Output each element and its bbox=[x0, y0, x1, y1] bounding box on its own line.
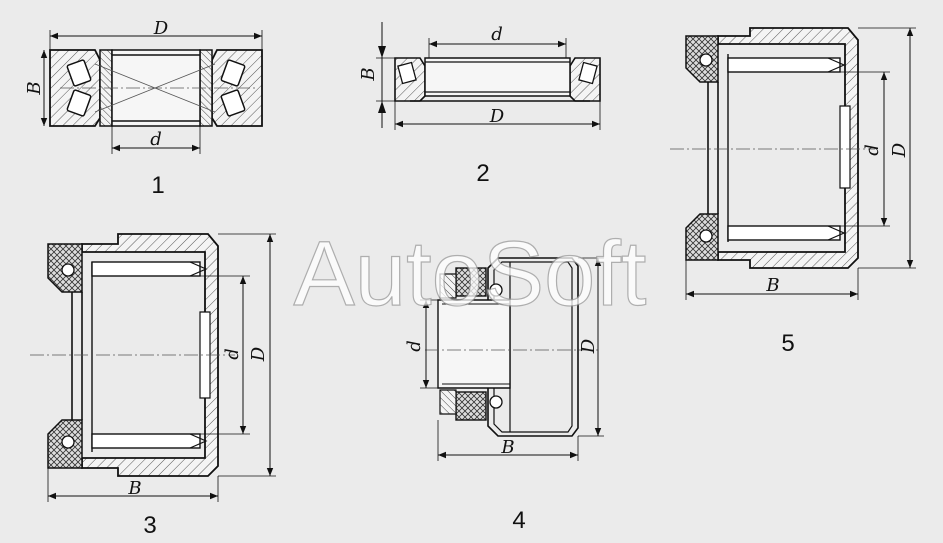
figure-5-width-label: B bbox=[765, 275, 779, 296]
figure-4-number: 4 bbox=[512, 507, 525, 534]
figure-5-number: 5 bbox=[781, 330, 794, 357]
figure-5-inner-diameter-label: d bbox=[862, 144, 883, 156]
figure-2-number: 2 bbox=[476, 160, 489, 187]
figure-2-width-label: B bbox=[358, 67, 379, 81]
figure-5-outer-diameter-label: D bbox=[889, 142, 910, 158]
figure-4-sealed-sleeve: d D B 4 bbox=[404, 257, 604, 534]
figure-3-needle-bearing-with-seal: d D B 3 bbox=[30, 233, 276, 539]
figure-1-tapered-double-row-bearing: D B d 1 bbox=[24, 18, 263, 199]
watermark: AutoSoft bbox=[294, 223, 647, 325]
figure-3-number: 3 bbox=[143, 512, 156, 539]
figure-2-thin-tapered-bearing: d B D 2 bbox=[358, 22, 601, 187]
figure-3-outer-diameter-label: D bbox=[248, 346, 269, 362]
figure-1-number: 1 bbox=[151, 172, 164, 199]
figure-1-width-label: B bbox=[24, 81, 45, 95]
figure-5-needle-bearing-with-seal: d D B 5 bbox=[670, 27, 916, 357]
figure-1-inner-diameter-label: d bbox=[150, 129, 162, 150]
figure-3-width-label: B bbox=[127, 478, 141, 499]
figure-4-outer-diameter-label: D bbox=[578, 338, 599, 354]
figure-3-inner-diameter-label: d bbox=[222, 348, 243, 360]
figure-2-inner-diameter-label: d bbox=[491, 24, 503, 45]
figure-2-outer-diameter-label: D bbox=[489, 106, 505, 127]
figure-4-inner-diameter-label: d bbox=[404, 340, 425, 352]
figure-4-width-label: B bbox=[500, 437, 514, 458]
figure-1-outer-diameter-label: D bbox=[153, 18, 169, 39]
